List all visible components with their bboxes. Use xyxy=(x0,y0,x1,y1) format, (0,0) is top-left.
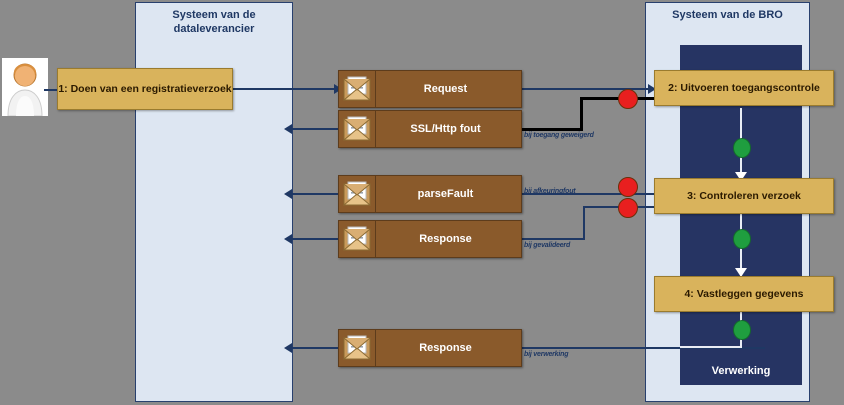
green-dot-access-granted[interactable] xyxy=(733,138,751,158)
connector-p3-to-parsefault xyxy=(520,193,665,195)
actor-person xyxy=(2,58,48,117)
connector-parsefault-to-lane xyxy=(290,193,342,195)
process-box-4[interactable]: 4: Vastleggen gegevens xyxy=(654,276,834,312)
red-dot-validation-error[interactable] xyxy=(618,177,638,197)
message-box-ssl-http-fout[interactable]: SSL/Http fout xyxy=(338,110,522,148)
message-box-response-processed[interactable]: Response xyxy=(338,329,522,367)
arrowhead-to-p2 xyxy=(648,84,656,94)
process-box-1[interactable]: 1: Doen van een registratieverzoek xyxy=(57,68,233,110)
connector-request-to-p2 xyxy=(520,88,655,90)
connector-response3-to-lane xyxy=(290,347,342,349)
message-box-parsefault[interactable]: parseFault xyxy=(338,175,522,213)
message-label: Response xyxy=(419,342,472,354)
flow-arrow-p2-p3 xyxy=(735,172,747,181)
envelope-icon xyxy=(339,176,376,212)
annotation-afkeuringfout: bij afkeuringfout xyxy=(524,188,576,195)
red-dot-validated[interactable] xyxy=(618,198,638,218)
envelope-icon xyxy=(339,111,376,147)
process-label: 1: Doen van een registratieverzoek xyxy=(58,82,232,95)
envelope-icon xyxy=(339,71,376,107)
swimlane-bro-title: Systeem van de BRO xyxy=(645,8,810,22)
connector-response2-to-lane xyxy=(290,238,342,240)
envelope-icon xyxy=(339,221,376,257)
process-box-3[interactable]: 3: Controleren verzoek xyxy=(654,178,834,214)
flow-arrow-p3-p4 xyxy=(735,268,747,277)
verwerking-label: Verwerking xyxy=(711,365,771,377)
annotation-verwerking: bij verwerking xyxy=(524,351,569,358)
arrowhead-parsefault-left xyxy=(284,189,292,199)
message-box-request[interactable]: Request xyxy=(338,70,522,108)
message-label: parseFault xyxy=(417,188,474,200)
lane-title-line: Systeem van de BRO xyxy=(672,9,783,21)
flow-verwerking-out xyxy=(680,346,742,348)
lane-title-line: Systeem van de dataleverancier xyxy=(172,9,256,35)
green-dot-stored[interactable] xyxy=(733,320,751,340)
green-dot-check-passed[interactable] xyxy=(733,229,751,249)
swimlane-dataleverancier xyxy=(135,2,293,402)
connector-p1-to-request xyxy=(232,88,342,90)
message-label: Request xyxy=(423,83,468,95)
connector-ssl-to-lane xyxy=(290,128,342,130)
message-label: SSL/Http fout xyxy=(410,123,481,135)
swimlane-dataleverancier-title: Systeem van de dataleverancier xyxy=(135,8,293,36)
actor-icon xyxy=(7,63,43,117)
connector-verwerking-to-response xyxy=(520,347,765,349)
connector-p2-fault-v xyxy=(580,97,583,130)
process-label: 2: Uitvoeren toegangscontrole xyxy=(668,81,820,94)
connector-p2-fault-h2 xyxy=(520,128,583,131)
envelope-icon xyxy=(339,330,376,366)
connector-p3-ok-v xyxy=(583,206,585,240)
process-label: 4: Vastleggen gegevens xyxy=(684,287,804,300)
annotation-gevalideerd: bij gevalideerd xyxy=(524,242,571,249)
arrowhead-ssl-left xyxy=(284,124,292,134)
connector-actor-to-p1 xyxy=(44,89,58,91)
process-box-2[interactable]: 2: Uitvoeren toegangscontrole xyxy=(654,70,834,106)
arrowhead-response2-left xyxy=(284,234,292,244)
arrowhead-response3-left xyxy=(284,343,292,353)
process-label: 3: Controleren verzoek xyxy=(687,189,801,202)
annotation-toegang-geweigerd: bij toegang geweigerd xyxy=(524,132,594,139)
red-dot-access-denied[interactable] xyxy=(618,89,638,109)
message-box-response-validated[interactable]: Response xyxy=(338,220,522,258)
message-label: Response xyxy=(419,233,472,245)
connector-p3-ok-h2 xyxy=(520,238,585,240)
